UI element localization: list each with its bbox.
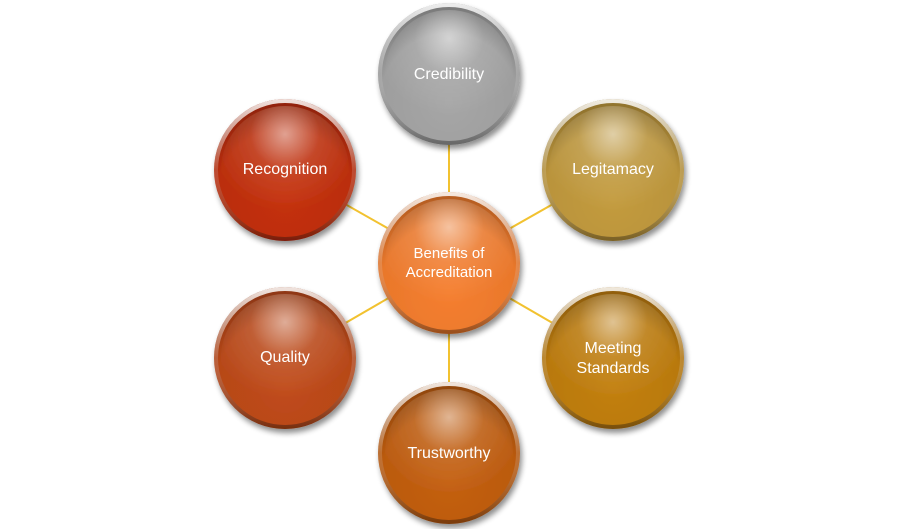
node-trustworthy: Trustworthy (378, 382, 520, 524)
node-meeting-standards: Meeting Standards (542, 287, 684, 429)
node-legitamacy: Legitamacy (542, 99, 684, 241)
node-quality: Quality (214, 287, 356, 429)
node-label: Trustworthy (408, 445, 491, 462)
node-label: Recognition (243, 161, 328, 178)
center-label-line-1: Benefits of (414, 245, 486, 262)
center-node-benefits-of-accreditation: Benefits of Accreditation (378, 192, 520, 334)
node-label: Legitamacy (572, 161, 654, 178)
node-credibility: Credibility (378, 3, 520, 145)
node-recognition: Recognition (214, 99, 356, 241)
node-label: Credibility (414, 66, 484, 83)
node-label: Quality (260, 349, 310, 366)
node-label-line-1: Meeting (585, 340, 642, 357)
center-label-line-2: Accreditation (406, 264, 493, 281)
node-label-line-2: Standards (577, 360, 650, 377)
